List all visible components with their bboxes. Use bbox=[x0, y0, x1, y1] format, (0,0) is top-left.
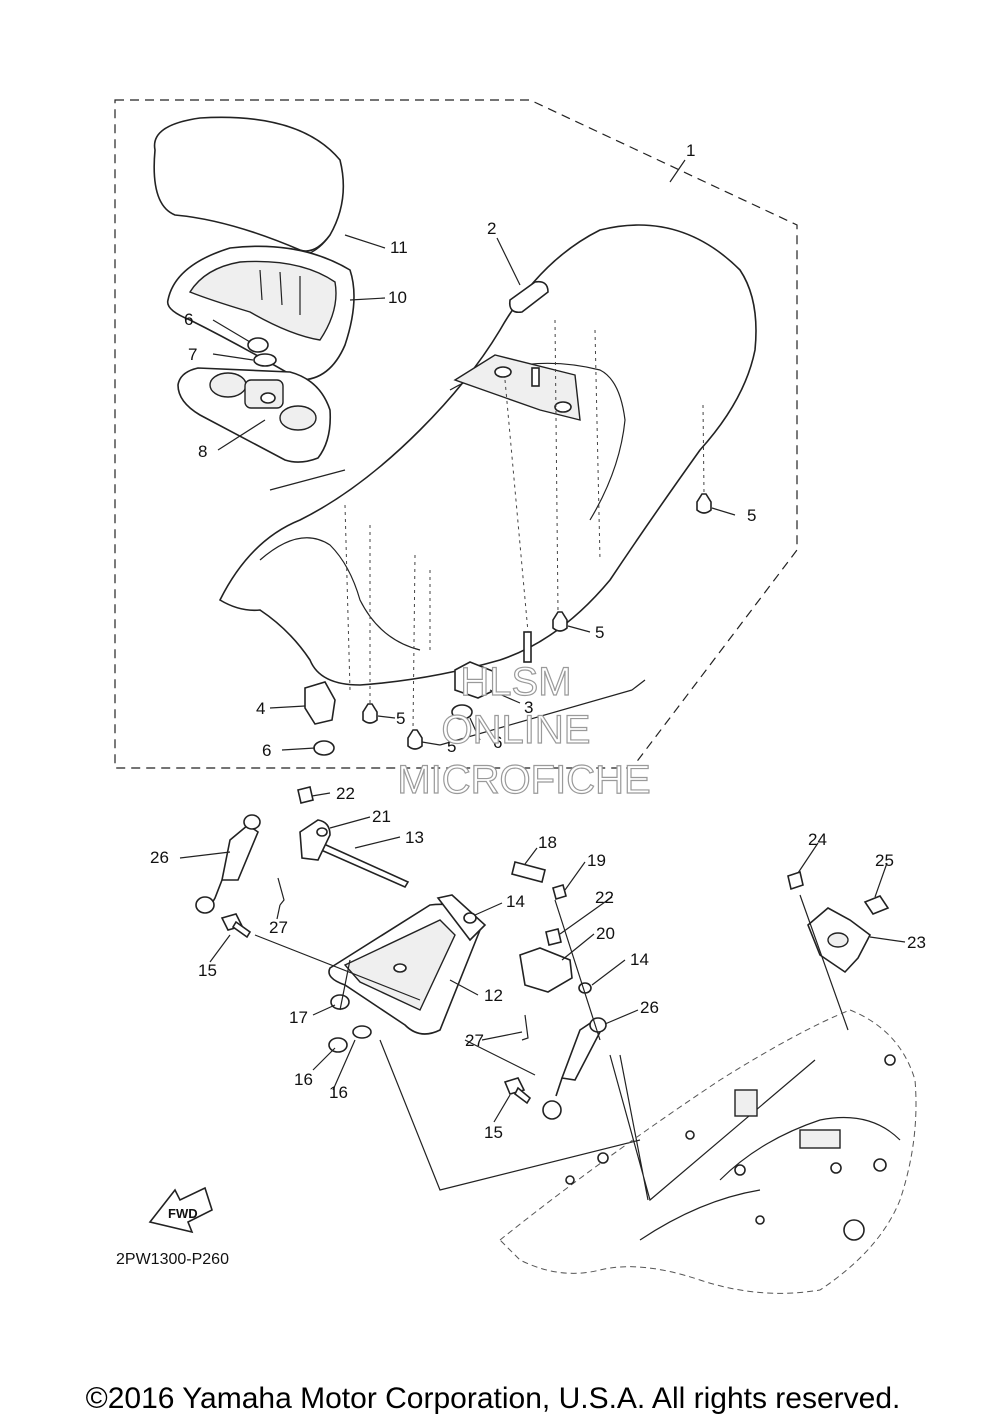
callout-18: 18 bbox=[538, 833, 557, 852]
callout-5-left: 5 bbox=[396, 709, 405, 728]
bolt-19 bbox=[552, 883, 567, 901]
callout-14-upper: 14 bbox=[506, 892, 525, 911]
watermark-line2: ONLINE bbox=[442, 708, 591, 752]
callout-6-right: 6 bbox=[493, 733, 502, 752]
callout-26-left: 26 bbox=[150, 848, 169, 867]
bolt-22-lower bbox=[545, 928, 562, 946]
collar-17 bbox=[330, 994, 350, 1010]
lower-leaders bbox=[254, 894, 849, 1202]
backrest-frame bbox=[166, 245, 355, 381]
stud-15-left bbox=[220, 913, 252, 939]
callout-23: 23 bbox=[907, 933, 926, 952]
clip-14-a bbox=[463, 912, 477, 924]
callout-1: 1 bbox=[686, 141, 695, 160]
backrest-pad bbox=[153, 116, 345, 256]
seat-lock-hook bbox=[454, 631, 532, 699]
nut-6-upper bbox=[247, 337, 269, 353]
seat bbox=[218, 224, 757, 686]
callout-16-left: 16 bbox=[294, 1070, 313, 1089]
nut-16-b bbox=[352, 1025, 372, 1039]
callout-5-right: 5 bbox=[747, 506, 756, 525]
callout-6-upper: 6 bbox=[184, 310, 193, 329]
callout-15-right: 15 bbox=[484, 1123, 503, 1142]
callout-10: 10 bbox=[388, 288, 407, 307]
stud-15-right bbox=[503, 1077, 532, 1105]
grommet-25 bbox=[863, 895, 890, 915]
copyright-notice: ©2016 Yamaha Motor Corporation, U.S.A. A… bbox=[86, 1382, 901, 1415]
callout-20: 20 bbox=[596, 924, 615, 943]
stopper-5-mid bbox=[552, 611, 568, 632]
watermark-line1: HLSM bbox=[460, 660, 571, 704]
seat-damper bbox=[508, 280, 549, 314]
callout-4: 4 bbox=[256, 699, 265, 718]
callout-17: 17 bbox=[289, 1008, 308, 1027]
callout-27-upper: 27 bbox=[269, 918, 288, 937]
watermark-line3: MICROFICHE bbox=[397, 758, 650, 802]
callout-14-lower: 14 bbox=[630, 950, 649, 969]
callout-5-lower: 5 bbox=[447, 737, 456, 756]
callout-19: 19 bbox=[587, 851, 606, 870]
callout-16-right: 16 bbox=[329, 1083, 348, 1102]
callout-22-upper: 22 bbox=[336, 784, 355, 803]
gas-strut-left bbox=[195, 814, 261, 914]
nut-16-a bbox=[328, 1037, 348, 1053]
gas-strut-right bbox=[542, 1017, 607, 1120]
leader-seat-to-frame bbox=[269, 469, 646, 746]
callout-5-mid: 5 bbox=[595, 623, 604, 642]
alignment-lines bbox=[344, 319, 705, 731]
callout-11: 11 bbox=[390, 238, 408, 257]
clip-18 bbox=[511, 861, 546, 883]
pin-27-b bbox=[521, 1014, 529, 1041]
pin-27-a bbox=[277, 877, 285, 906]
washer-7 bbox=[253, 353, 277, 367]
callout-25: 25 bbox=[875, 851, 894, 870]
callout-26-right: 26 bbox=[640, 998, 659, 1017]
stopper-5-right bbox=[696, 493, 712, 514]
callout-24: 24 bbox=[808, 830, 827, 849]
hinge-21 bbox=[299, 819, 331, 861]
callout-8: 8 bbox=[198, 442, 207, 461]
backrest-base-plate bbox=[177, 367, 332, 463]
callout-21: 21 bbox=[372, 807, 391, 826]
stopper-5-left bbox=[362, 703, 378, 724]
stopper-5-lower bbox=[407, 729, 423, 750]
callout-6-left: 6 bbox=[262, 741, 271, 760]
callout-2: 2 bbox=[487, 219, 496, 238]
latch-bracket-20 bbox=[519, 947, 573, 993]
callout-15-left: 15 bbox=[198, 961, 217, 980]
bolt-24 bbox=[787, 870, 804, 891]
fwd-label: FWD bbox=[168, 1206, 198, 1221]
forward-direction-arrow: FWD bbox=[148, 1186, 213, 1234]
callout-3: 3 bbox=[524, 698, 533, 717]
vehicle-frame bbox=[499, 1009, 917, 1294]
seat-bracket-plate bbox=[328, 894, 487, 1035]
nut-6-left bbox=[313, 740, 335, 756]
callout-leaders bbox=[179, 159, 906, 1123]
callout-22-lower: 22 bbox=[595, 888, 614, 907]
hinge-bracket bbox=[304, 681, 336, 725]
callout-13: 13 bbox=[405, 828, 424, 847]
callout-27-lower: 27 bbox=[465, 1031, 484, 1050]
callout-7: 7 bbox=[188, 345, 197, 364]
drawing-code: 2PW1300-P260 bbox=[116, 1251, 229, 1268]
bracket-23 bbox=[807, 907, 872, 974]
bolt-22-upper bbox=[297, 786, 314, 804]
callout-12: 12 bbox=[484, 986, 503, 1005]
nut-6-right bbox=[451, 704, 473, 720]
